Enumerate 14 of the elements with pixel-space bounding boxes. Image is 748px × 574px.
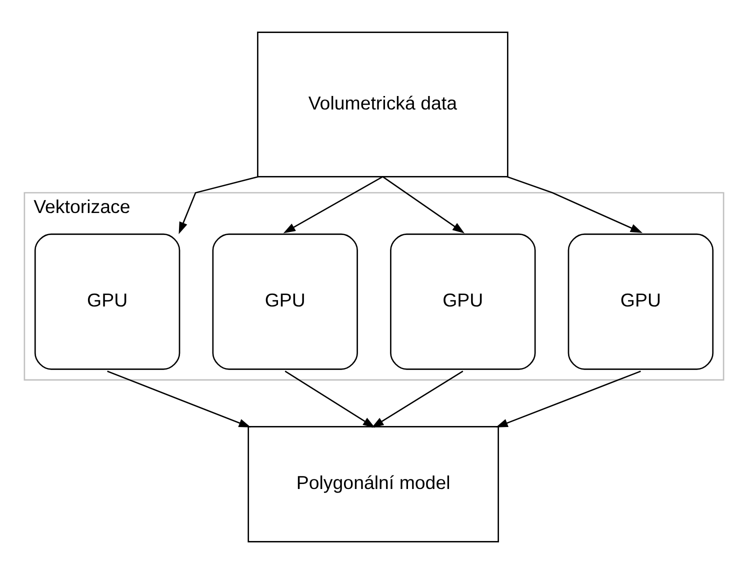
node-box: GPU [390, 234, 536, 370]
arrow [283, 176, 384, 234]
arrow [107, 370, 251, 428]
node-box: GPU [212, 234, 358, 370]
arrow [382, 176, 465, 234]
arrow [506, 176, 643, 234]
arrow [284, 370, 376, 428]
arrow [178, 176, 259, 234]
node-box: GPU [568, 234, 714, 370]
arrow [372, 370, 464, 428]
node-box: GPU [34, 234, 180, 370]
arrow [496, 370, 641, 428]
node-box: Polygonální model [248, 426, 499, 542]
node-box: Volumetrická data [257, 32, 508, 178]
